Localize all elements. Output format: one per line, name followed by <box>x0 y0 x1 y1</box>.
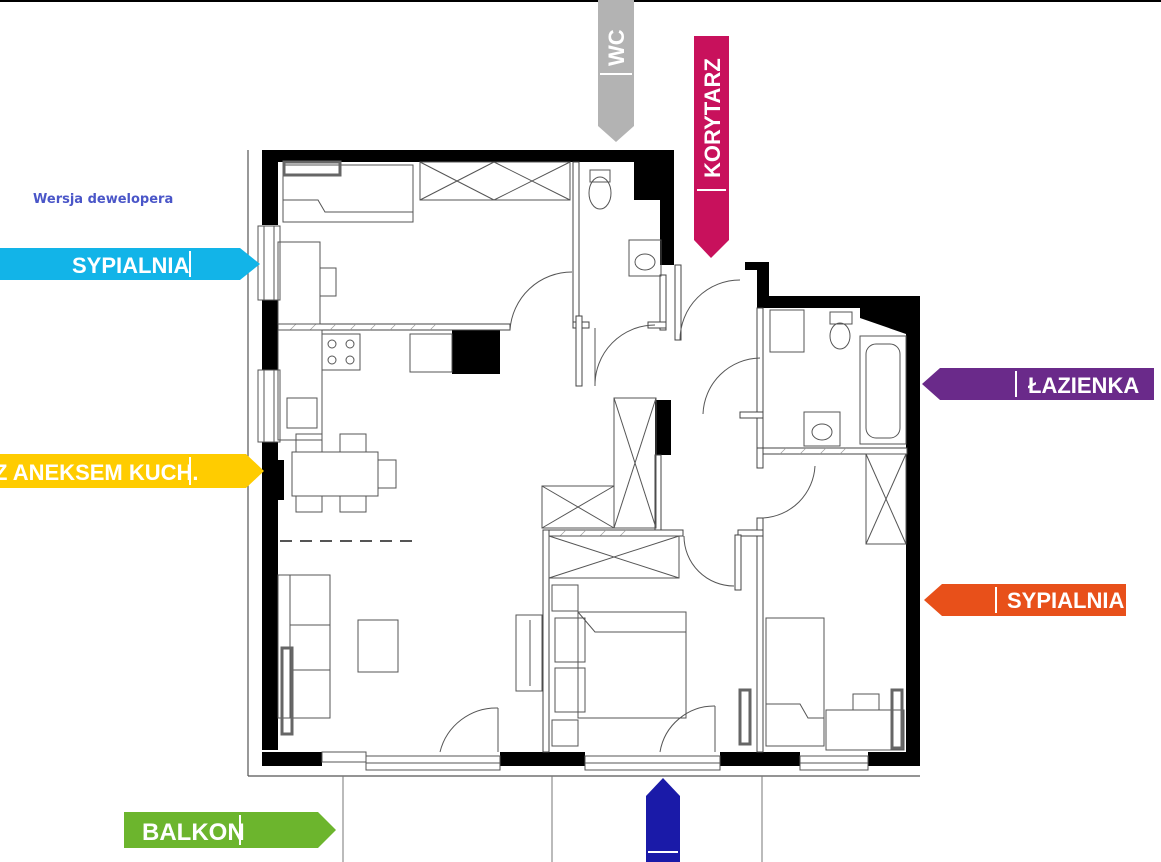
balkon-tag-shape <box>124 812 336 848</box>
wc-tag-shape <box>598 0 634 142</box>
label-tag-balkon: BALKON <box>124 812 336 848</box>
label-tag-lazienka: ŁAZIENKA <box>922 368 1154 400</box>
sypialnia-1-label: SYPIALNIA <box>72 253 189 278</box>
korytarz-tag-shape <box>694 36 729 258</box>
korytarz-label: KORYTARZ <box>700 58 725 178</box>
wc-label: WC <box>604 29 629 66</box>
sypialnia-2-label: SYPIALNIA <box>1007 588 1124 613</box>
label-tag-wc: WC <box>598 0 634 142</box>
label-tag-salon: Z ANEKSEM KUCH. <box>0 454 264 488</box>
lazienka-label: ŁAZIENKA <box>1028 373 1139 398</box>
label-tag-sypialnia-1: SYPIALNIA <box>0 248 260 280</box>
furniture <box>277 160 907 753</box>
label-tag-sypialnia-2: SYPIALNIA <box>924 584 1126 616</box>
exterior-walls <box>262 150 920 766</box>
windows <box>257 225 869 771</box>
sypialnia-2-tag-shape <box>924 584 1126 616</box>
outer-frame-lines <box>247 150 920 777</box>
top-frame-line <box>0 0 1161 2</box>
partition-hatch <box>289 323 847 537</box>
sypialnia-1-tag-shape <box>0 248 260 280</box>
label-tag-korytarz: KORYTARZ <box>694 36 729 258</box>
interior-partitions <box>277 161 908 753</box>
salon-tag-shape <box>0 454 264 488</box>
developer-version-caption: Wersja dewelopera <box>33 192 174 207</box>
entrance-arrow <box>646 778 680 862</box>
entrance-arrow-shape <box>646 778 680 862</box>
salon-label: Z ANEKSEM KUCH. <box>0 460 199 485</box>
balkon-label: BALKON <box>142 819 245 846</box>
balcony-lines <box>342 776 763 862</box>
lazienka-tag-shape <box>922 368 1154 400</box>
